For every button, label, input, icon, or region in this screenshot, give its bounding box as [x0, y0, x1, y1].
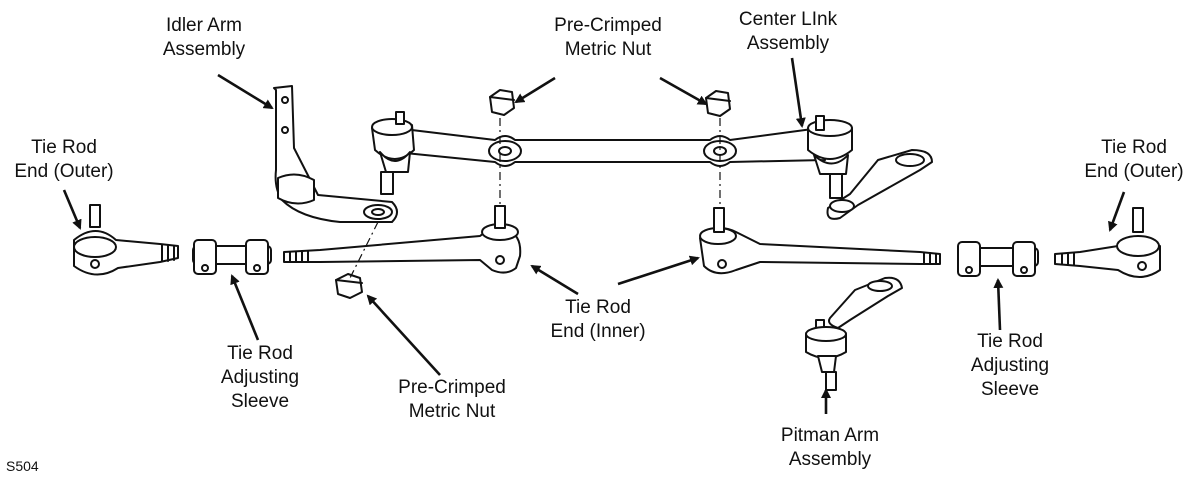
label-line: Tie Rod	[31, 137, 97, 158]
label-line: End (Outer)	[14, 161, 114, 182]
label-line: Adjusting	[970, 355, 1050, 376]
label-tie-rod-end-outer-right: Tie Rod End (Outer)	[1078, 136, 1190, 184]
pre-crimped-nut-top-right	[705, 90, 731, 117]
tie-rod-end-inner-right	[699, 207, 941, 275]
figure-code: S504	[6, 458, 39, 474]
label-line: Sleeve	[230, 391, 290, 412]
adjusting-sleeve-left	[192, 239, 272, 275]
label-adjusting-sleeve-left: Tie Rod Adjusting Sleeve	[212, 342, 308, 414]
label-pre-crimped-metric-nut-top: Pre-Crimped Metric Nut	[548, 14, 668, 62]
label-line: Pitman Arm	[780, 425, 880, 446]
label-line: Metric Nut	[408, 401, 496, 422]
pre-crimped-nut-top-left	[489, 89, 515, 116]
label-line: Tie Rod	[565, 297, 631, 318]
pre-crimped-nut-bottom	[335, 273, 363, 299]
label-center-link-assembly: Center LInk Assembly	[730, 8, 846, 56]
label-idler-arm-assembly: Idler Arm Assembly	[148, 14, 260, 62]
label-line: Sleeve	[980, 379, 1040, 400]
label-line: End (Outer)	[1084, 161, 1184, 182]
pitman-arm-upper	[826, 149, 933, 220]
label-line: Tie Rod	[977, 331, 1043, 352]
label-line: Idler Arm	[165, 15, 243, 36]
label-line: Assembly	[162, 39, 246, 60]
label-line: Pre-Crimped	[554, 15, 662, 36]
label-line: Adjusting	[220, 367, 300, 388]
tie-rod-end-inner-left	[283, 205, 522, 274]
label-line: Metric Nut	[564, 39, 652, 60]
label-line: Pre-Crimped	[398, 377, 506, 398]
pitman-arm-assembly	[805, 276, 903, 391]
tie-rod-end-outer-right	[1054, 207, 1161, 278]
idler-arm-assembly	[273, 85, 398, 223]
alignment-lines	[349, 118, 721, 279]
label-pre-crimped-metric-nut-bottom: Pre-Crimped Metric Nut	[390, 376, 514, 424]
label-pitman-arm-assembly: Pitman Arm Assembly	[768, 424, 892, 472]
center-link-assembly	[371, 111, 853, 199]
label-adjusting-sleeve-right: Tie Rod Adjusting Sleeve	[962, 330, 1058, 402]
label-line: Tie Rod	[1101, 137, 1167, 158]
tie-rod-end-outer-left	[73, 204, 179, 276]
label-line: Assembly	[746, 33, 830, 54]
label-line: Center LInk	[738, 9, 838, 30]
label-line: Assembly	[788, 449, 872, 470]
adjusting-sleeve-right	[957, 241, 1039, 277]
label-line: End (Inner)	[550, 321, 646, 342]
label-tie-rod-end-inner: Tie Rod End (Inner)	[540, 296, 656, 344]
label-line: Tie Rod	[227, 343, 293, 364]
label-tie-rod-end-outer-left: Tie Rod End (Outer)	[8, 136, 120, 184]
leader-arrows	[62, 57, 1126, 414]
